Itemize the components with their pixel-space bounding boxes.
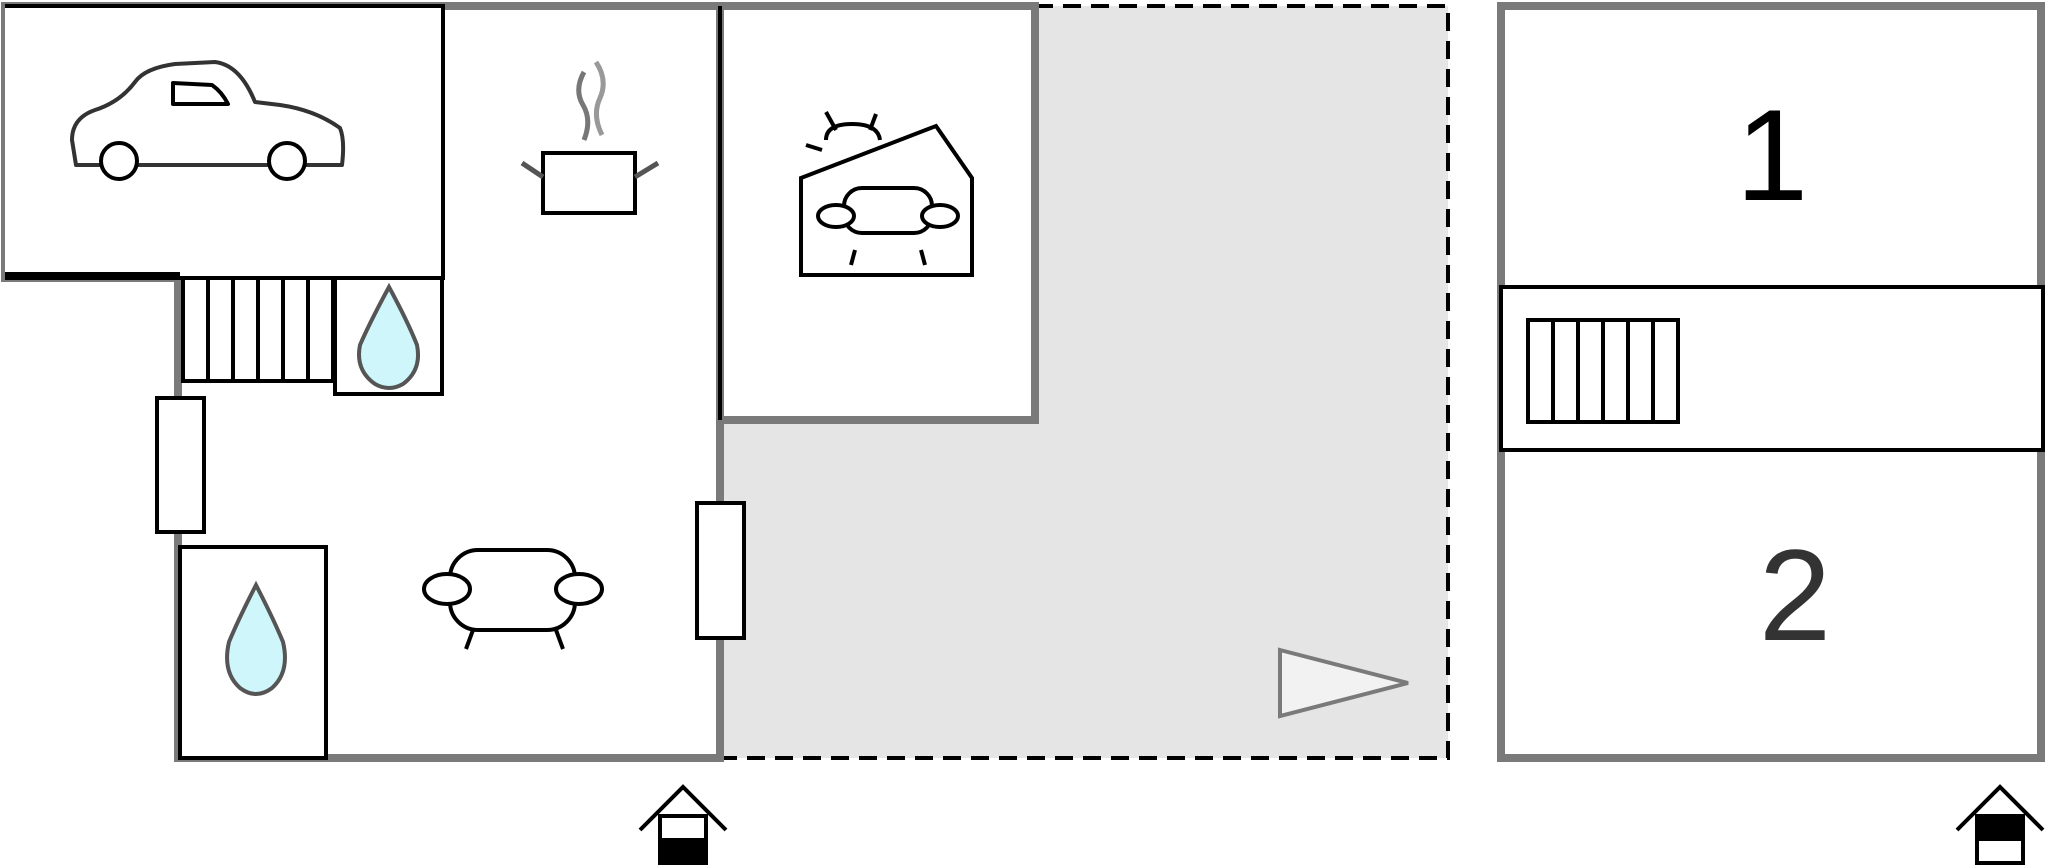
water-drop-icon	[225, 580, 287, 696]
sofa-icon	[422, 548, 604, 650]
ground-floor-house-icon	[638, 784, 728, 865]
floor-label-2: 2	[1759, 522, 1831, 668]
sunroom-sofa-icon	[799, 111, 974, 277]
stairs-icon	[181, 276, 335, 383]
water-drop-icon	[357, 282, 420, 390]
upper-floor-house-icon	[1955, 784, 2045, 865]
floor-label-1: 1	[1736, 82, 1808, 228]
window-center	[695, 501, 746, 640]
conservatory-wall	[720, 2, 1039, 424]
window-left	[155, 396, 206, 534]
pool-triangle-icon	[1278, 647, 1409, 719]
stairs-icon	[1526, 318, 1680, 424]
terrace-dashed-border	[658, 4, 1450, 760]
cooking-pot-icon	[520, 60, 660, 215]
car-icon	[70, 60, 346, 181]
terrace-area	[720, 6, 1448, 758]
